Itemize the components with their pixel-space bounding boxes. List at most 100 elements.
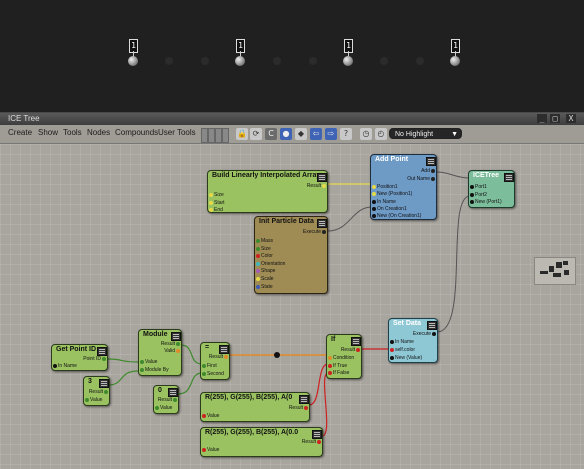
port-dot[interactable] (256, 254, 260, 258)
port-dot[interactable] (432, 332, 436, 336)
port-state[interactable]: State (261, 284, 273, 290)
port-dot[interactable] (224, 355, 228, 359)
port-dot[interactable] (209, 193, 213, 197)
port-shape[interactable]: Shape (261, 268, 276, 274)
port-dot[interactable] (155, 406, 159, 410)
toolbar-grip[interactable] (215, 128, 222, 143)
title-bar[interactable]: ICE Tree _ □ X (0, 113, 584, 125)
node-menu-icon[interactable] (171, 332, 181, 341)
maximize-button[interactable]: □ (550, 114, 560, 123)
port-dot[interactable] (390, 340, 394, 344)
port-condition[interactable]: Condition (333, 355, 355, 361)
port-result[interactable]: Result (301, 439, 316, 445)
timer-icon[interactable]: ◷ (360, 128, 372, 140)
port-dot[interactable] (256, 239, 260, 243)
port-dot[interactable] (209, 208, 213, 212)
port-dot[interactable] (390, 356, 394, 360)
menu-compounds[interactable]: Compounds (115, 128, 159, 137)
port-dot[interactable] (372, 200, 376, 204)
toolbar-grip[interactable] (208, 128, 215, 143)
minimize-button[interactable]: _ (537, 114, 547, 123)
port-execute[interactable]: Execute (412, 331, 431, 337)
port-result[interactable]: Result (160, 341, 175, 347)
port-dot[interactable] (140, 368, 144, 372)
port-result[interactable]: Result (208, 354, 223, 360)
node-color-constant-2[interactable]: R(255), G(255), B(255), A(0.0 Result Val… (200, 427, 323, 457)
port-dot[interactable] (104, 390, 108, 394)
port-dot[interactable] (256, 262, 260, 266)
port-start[interactable]: Start (214, 200, 225, 206)
port-position1[interactable]: Position1 (377, 184, 398, 190)
lock-icon[interactable]: 🔒 (236, 128, 248, 140)
viewport-point-marker[interactable] (128, 56, 138, 66)
navigator-minimap[interactable] (534, 257, 576, 285)
port-value[interactable]: Value (160, 405, 173, 411)
port-color[interactable]: Color (261, 253, 273, 259)
c-icon[interactable]: C (265, 128, 277, 140)
help-icon[interactable]: ? (340, 128, 352, 140)
port-port2[interactable]: Port2 (475, 192, 487, 198)
port-dot[interactable] (372, 185, 376, 189)
arrow-left-icon[interactable]: ⇦ (310, 128, 322, 140)
viewport-point-marker[interactable] (235, 56, 245, 66)
node-menu-icon[interactable] (219, 345, 229, 354)
port-if-true[interactable]: If True (333, 363, 348, 369)
port-dot[interactable] (372, 207, 376, 211)
port-in-name[interactable]: In Name (58, 363, 77, 369)
port-orientation[interactable]: Orientation (261, 261, 286, 267)
clock-icon[interactable]: ◴ (375, 128, 387, 140)
node-set-data[interactable]: Set Data Execute In Name self.color New … (388, 318, 438, 363)
port-dot[interactable] (304, 406, 308, 410)
sphere-icon[interactable]: ● (280, 128, 292, 140)
port-dot[interactable] (140, 360, 144, 364)
node-menu-icon[interactable] (168, 388, 178, 397)
port-dot[interactable] (328, 371, 332, 375)
port-new-value[interactable]: New (Value) (395, 355, 423, 361)
port-dot[interactable] (470, 200, 474, 204)
viewport-point-marker[interactable] (343, 56, 353, 66)
node-module[interactable]: Module Result Valid Value Module By (138, 329, 182, 376)
refresh-icon[interactable]: ⟳ (250, 128, 262, 140)
port-new-on-creation1[interactable]: New (On Creation1) (377, 213, 422, 219)
port-dot[interactable] (390, 348, 394, 352)
graph-canvas[interactable]: Build Linearly Interpolated Array Result… (0, 144, 584, 469)
port-dot[interactable] (256, 247, 260, 251)
node-menu-icon[interactable] (312, 430, 322, 439)
port-dot[interactable] (372, 214, 376, 218)
toolbar-grip[interactable] (201, 128, 208, 143)
port-dot[interactable] (176, 349, 180, 353)
port-dot[interactable] (322, 230, 326, 234)
port-dot[interactable] (202, 372, 206, 376)
port-value[interactable]: Value (145, 359, 158, 365)
node-if[interactable]: If Result Condition If True If False (326, 334, 362, 379)
port-dot[interactable] (328, 356, 332, 360)
port-in-name[interactable]: In Name (395, 339, 414, 345)
port-dot[interactable] (53, 364, 57, 368)
menu-create[interactable]: Create (8, 128, 33, 137)
port-result[interactable]: Result (88, 389, 103, 395)
port-mass[interactable]: Mass (261, 238, 273, 244)
node-get-point-id[interactable]: Get Point ID Point ID In Name (51, 344, 108, 371)
port-dot[interactable] (356, 348, 360, 352)
node-icetree[interactable]: ICETree Port1 Port2 New (Port1) (468, 170, 515, 208)
port-result[interactable]: Result (340, 347, 355, 353)
port-dot[interactable] (317, 440, 321, 444)
port-execute[interactable]: Execute (302, 229, 321, 235)
port-end[interactable]: End (214, 207, 223, 213)
node-constant-0[interactable]: 0 Result Value (153, 385, 179, 414)
highlight-select[interactable]: No Highlight ▼ (389, 128, 462, 139)
node-color-constant-1[interactable]: R(255), G(255), B(255), A(0 Result Value (200, 392, 310, 422)
port-second[interactable]: Second (207, 371, 224, 377)
port-out-name[interactable]: Out Name (407, 176, 430, 182)
port-module-by[interactable]: Module By (145, 367, 169, 373)
port-on-creation1[interactable]: On Creation1 (377, 206, 407, 212)
port-dot[interactable] (470, 193, 474, 197)
port-dot[interactable] (470, 185, 474, 189)
port-dot[interactable] (202, 414, 206, 418)
port-value[interactable]: Value (207, 447, 220, 453)
arrow-right-icon[interactable]: ⇨ (325, 128, 337, 140)
port-valid[interactable]: Valid (164, 348, 175, 354)
port-result[interactable]: Result (288, 405, 303, 411)
port-result[interactable]: Result (157, 397, 172, 403)
viewport-point-marker[interactable] (450, 56, 460, 66)
